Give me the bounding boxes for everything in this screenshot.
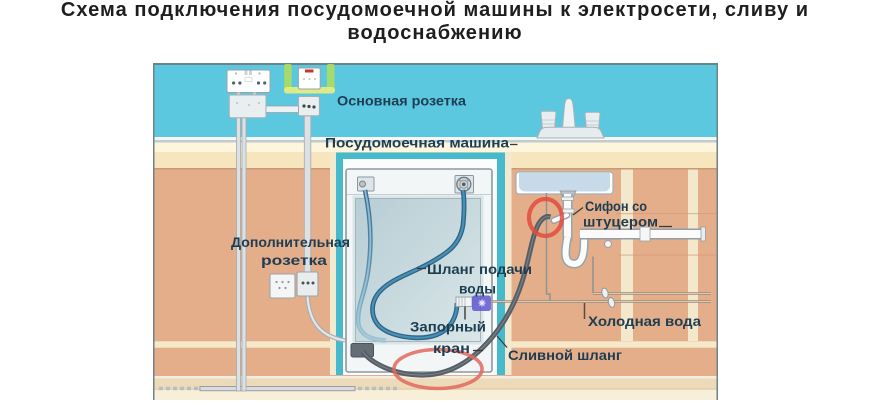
svg-text:Посудомоечная машина: Посудомоечная машина: [325, 135, 509, 151]
svg-text:Основная розетка: Основная розетка: [337, 93, 466, 109]
svg-text:Холодная вода: Холодная вода: [588, 313, 701, 329]
svg-text:Сифон со: Сифон со: [585, 198, 647, 214]
svg-text:Сливной шланг: Сливной шланг: [508, 347, 622, 363]
svg-text:розетка: розетка: [261, 252, 327, 268]
svg-text:штуцером: штуцером: [583, 214, 658, 230]
svg-text:кран: кран: [433, 340, 470, 356]
svg-text:Запорный: Запорный: [410, 319, 486, 335]
svg-text:Дополнительная: Дополнительная: [231, 234, 350, 250]
svg-text:воды: воды: [459, 281, 496, 297]
svg-text:Шланг подачи: Шланг подачи: [427, 261, 532, 277]
